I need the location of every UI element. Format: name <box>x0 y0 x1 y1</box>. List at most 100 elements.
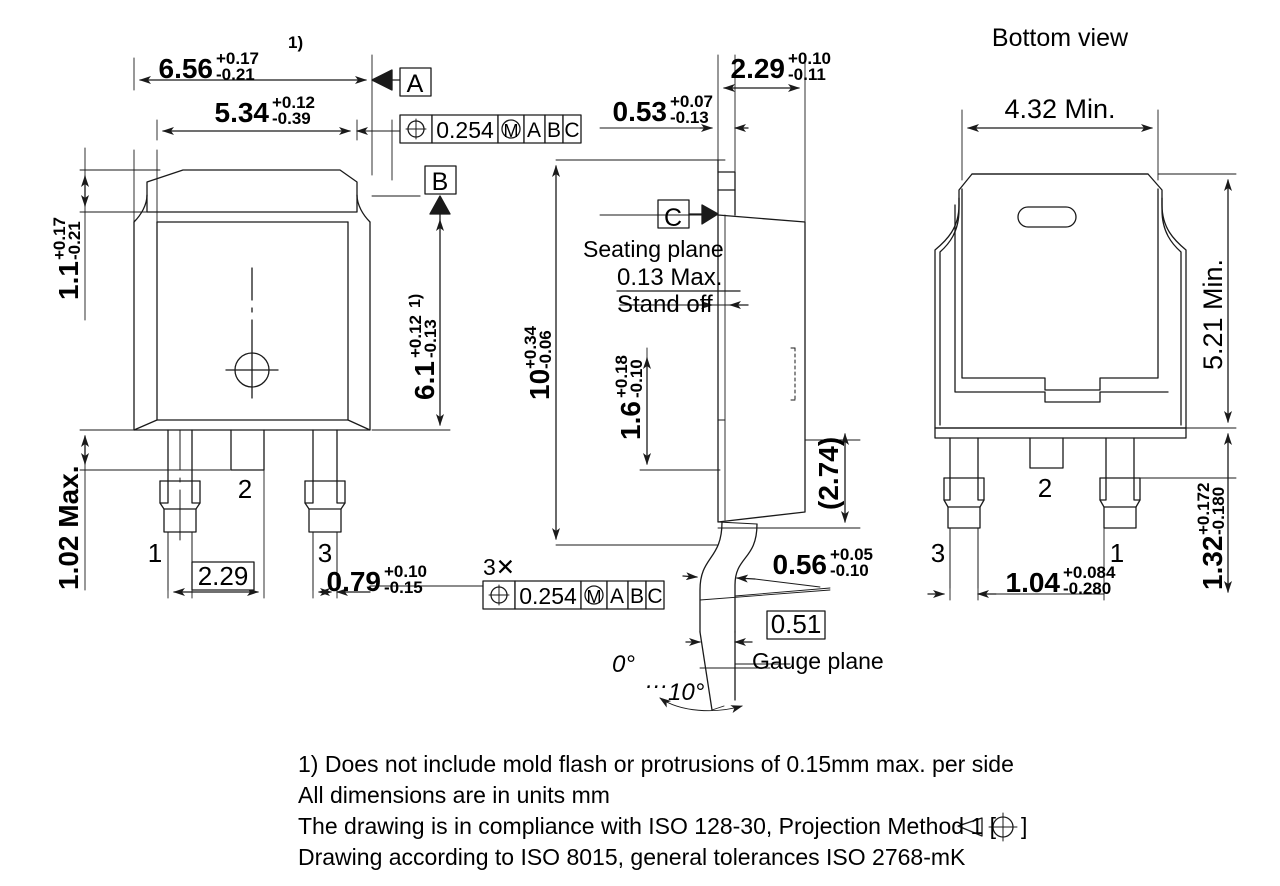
dim-0-53-value: 0.53 <box>613 96 668 127</box>
dim-1-1-value: 1.1 <box>53 261 84 300</box>
seating-plane-label: Seating plane <box>583 236 724 262</box>
gdt-bottom-datum-c: C <box>647 585 662 608</box>
note-line-1: 1) Does not include mold flash or protru… <box>298 751 1014 777</box>
angle-to-label: 10° <box>668 679 705 706</box>
dim-2-29-thickness-plus: +0.10 <box>788 49 831 68</box>
dim-0-51 <box>685 610 826 646</box>
front-pin-1-label: 1 <box>148 538 162 568</box>
side-view-body-outline <box>699 159 806 711</box>
dim-1-6-plus: +0.18 <box>612 355 631 398</box>
dim-1-04-minus: -0.280 <box>1063 579 1111 598</box>
note-line-3-suffix: ] <box>1021 813 1027 839</box>
datum-b-label: B <box>432 168 449 196</box>
bottom-view-body-outline <box>934 173 1187 439</box>
dim-5-34-minus: -0.39 <box>272 109 311 128</box>
dim-0-53-plus: +0.07 <box>670 92 713 111</box>
datum-a-label: A <box>407 70 424 98</box>
gdt-top-datum-a: A <box>527 119 541 142</box>
datum-feature-a <box>371 67 432 97</box>
note-line-2: All dimensions are in units mm <box>298 782 610 808</box>
front-view-leads <box>159 429 346 591</box>
gdt-top-datum-b: B <box>547 119 561 142</box>
dim-6-1-value: 6.1 <box>409 361 440 400</box>
dim-10-minus: -0.06 <box>536 330 555 369</box>
dim-0-51-value: 0.51 <box>771 609 822 639</box>
dim-5-34 <box>156 119 401 141</box>
dim-0-79-minus: -0.15 <box>384 578 423 597</box>
front-view-center-dimple <box>225 267 279 399</box>
dim-1-1-plus: +0.17 <box>50 217 69 260</box>
bottom-view-title: Bottom view <box>992 24 1129 52</box>
dim-2-29-thickness-value: 2.29 <box>731 53 786 84</box>
angle-dots-label: … <box>645 667 669 694</box>
gdt-top-tolerance: 0.254 <box>436 117 494 143</box>
dim-0-56-minus: -0.10 <box>830 561 869 580</box>
dim-1-04-value: 1.04 <box>1006 567 1061 598</box>
dim-1-32-plus: +0.172 <box>1194 483 1213 535</box>
front-pin-3-label: 3 <box>318 538 332 568</box>
dim-1-02-value: 1.02 Max. <box>53 465 84 590</box>
dim-0-56-plus: +0.05 <box>830 545 873 564</box>
datum-c-label: C <box>664 204 682 232</box>
gdt-bottom-tolerance: 0.254 <box>519 583 577 609</box>
gdt-bottom-modifier: M <box>587 587 602 607</box>
dim-2-29-pitch-value: 2.29 <box>198 561 249 591</box>
dim-2-29-thickness-minus: -0.11 <box>788 65 826 84</box>
dim-0-56 <box>682 572 821 588</box>
dim-10-plus: +0.34 <box>521 325 540 369</box>
side-view-extension-lines <box>555 54 861 669</box>
dim-2-29-pitch <box>173 561 259 596</box>
dim-6-1-note: 1) <box>407 294 424 308</box>
dim-5-34-plus: +0.12 <box>272 93 315 112</box>
datum-feature-b <box>424 165 457 221</box>
angle-from-label: 0° <box>612 651 635 678</box>
dim-0-79 <box>318 585 471 596</box>
dim-1-6-minus: -0.10 <box>627 359 646 398</box>
side-view <box>552 54 861 713</box>
standoff-value: 0.13 Max. <box>617 264 722 291</box>
gauge-plane-label: Gauge plane <box>752 648 884 674</box>
front-pin-2-label: 2 <box>238 474 252 504</box>
note-line-4: Drawing according to ISO 8015, general t… <box>298 844 966 870</box>
dim-6-56 <box>133 57 367 91</box>
dim-1-6-value: 1.6 <box>615 401 646 440</box>
dim-6-56-note: 1) <box>288 33 303 52</box>
bottom-view <box>927 109 1237 601</box>
dim-6-1-minus: -0.13 <box>421 319 440 358</box>
dim-0-79-value: 0.79 <box>327 566 382 597</box>
bottom-pin-1-label: 1 <box>1110 538 1124 568</box>
front-view <box>79 54 665 610</box>
dim-0-53-minus: -0.13 <box>670 108 709 127</box>
dim-5-21-min-value: 5.21 Min. <box>1198 259 1228 370</box>
dim-1-04-plus: +0.084 <box>1063 563 1116 582</box>
gdt-bottom-datum-b: B <box>630 585 644 608</box>
dim-0-79-plus: +0.10 <box>384 562 427 581</box>
dim-4-32-min-value: 4.32 Min. <box>1004 94 1115 124</box>
bottom-pin-3-label: 3 <box>931 538 945 568</box>
note-line-3: The drawing is in compliance with ISO 12… <box>298 813 997 839</box>
dim-6-1-plus: +0.12 <box>406 315 425 358</box>
bottom-pin-2-label: 2 <box>1038 473 1052 503</box>
dim-1-32-minus: -0.180 <box>1209 487 1228 535</box>
gdt-bottom-datum-a: A <box>610 585 624 608</box>
text-layer: 6.56 +0.17 -0.21 1) 5.34 +0.12 -0.39 A B… <box>50 24 1228 870</box>
gdt-top-datum-c: C <box>564 119 579 142</box>
gdt-top-modifier: M <box>504 121 519 141</box>
gdt-frame-bottom <box>469 580 665 610</box>
gdt-bottom-count: 3✕ <box>483 554 515 580</box>
dim-1-1-minus: -0.21 <box>65 221 84 260</box>
dim-1-32-value: 1.32 <box>1197 536 1228 591</box>
iso-projection-symbol <box>957 812 1018 842</box>
dim-0-56-value: 0.56 <box>773 549 828 580</box>
dim-6-56-minus: -0.21 <box>216 65 255 84</box>
dim-6-56-plus: +0.17 <box>216 49 259 68</box>
dim-5-34-value: 5.34 <box>215 97 270 128</box>
datum-feature-c <box>657 199 719 229</box>
dim-angle-0-10 <box>659 697 743 713</box>
gdt-frame-top <box>399 114 582 144</box>
dim-10-value: 10 <box>524 369 555 400</box>
bottom-view-leads <box>943 437 1141 589</box>
dim-6-56-value: 6.56 <box>159 53 214 84</box>
